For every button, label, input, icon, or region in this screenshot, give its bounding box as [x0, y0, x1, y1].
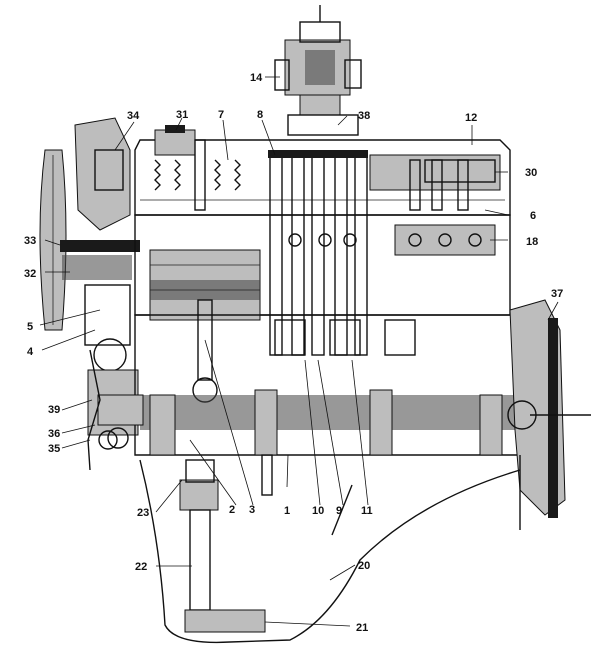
valve-springs [154, 139, 241, 211]
callout-38: 38 [358, 110, 370, 122]
callout-23: 23 [137, 507, 149, 519]
callout-21: 21 [356, 622, 368, 634]
callout-32: 32 [24, 268, 36, 280]
callout-12: 12 [465, 112, 477, 124]
callout-9: 9 [336, 505, 342, 517]
callout-6: 6 [530, 210, 536, 222]
callout-1: 1 [284, 505, 290, 517]
callout-31: 31 [176, 109, 188, 121]
callout-14: 14 [250, 72, 263, 84]
callout-35: 35 [48, 443, 60, 455]
callout-11: 11 [361, 505, 373, 517]
carburettor [274, 5, 362, 136]
callout-2: 2 [229, 504, 235, 516]
callout-8: 8 [257, 109, 263, 121]
oil-pump [179, 459, 266, 633]
callout-10: 10 [312, 505, 324, 517]
callout-36: 36 [48, 428, 60, 440]
engine-illustration [39, 5, 591, 644]
fan-blade [39, 149, 67, 331]
callout-20: 20 [358, 560, 370, 572]
flywheel-housing [507, 299, 591, 518]
leader-lines [39, 76, 559, 627]
callout-3: 3 [249, 504, 255, 516]
cylinder-block [134, 214, 511, 321]
dipstick [331, 484, 353, 536]
crank-pulley [87, 349, 144, 471]
callout-34: 34 [127, 110, 140, 122]
callout-4: 4 [27, 346, 34, 358]
callout-18: 18 [526, 236, 538, 248]
callout-39: 39 [48, 404, 60, 416]
callout-5: 5 [27, 321, 33, 333]
crankcase [134, 314, 531, 496]
cylinder-head [134, 125, 511, 216]
oil-pan [139, 455, 521, 644]
callout-33: 33 [24, 235, 36, 247]
callout-30: 30 [525, 167, 537, 179]
callout-labels: 1 2 3 4 5 6 7 8 9 10 11 12 14 18 20 21 2… [24, 72, 563, 634]
callout-22: 22 [135, 561, 147, 573]
callout-37: 37 [551, 288, 563, 300]
callout-7: 7 [218, 109, 224, 121]
